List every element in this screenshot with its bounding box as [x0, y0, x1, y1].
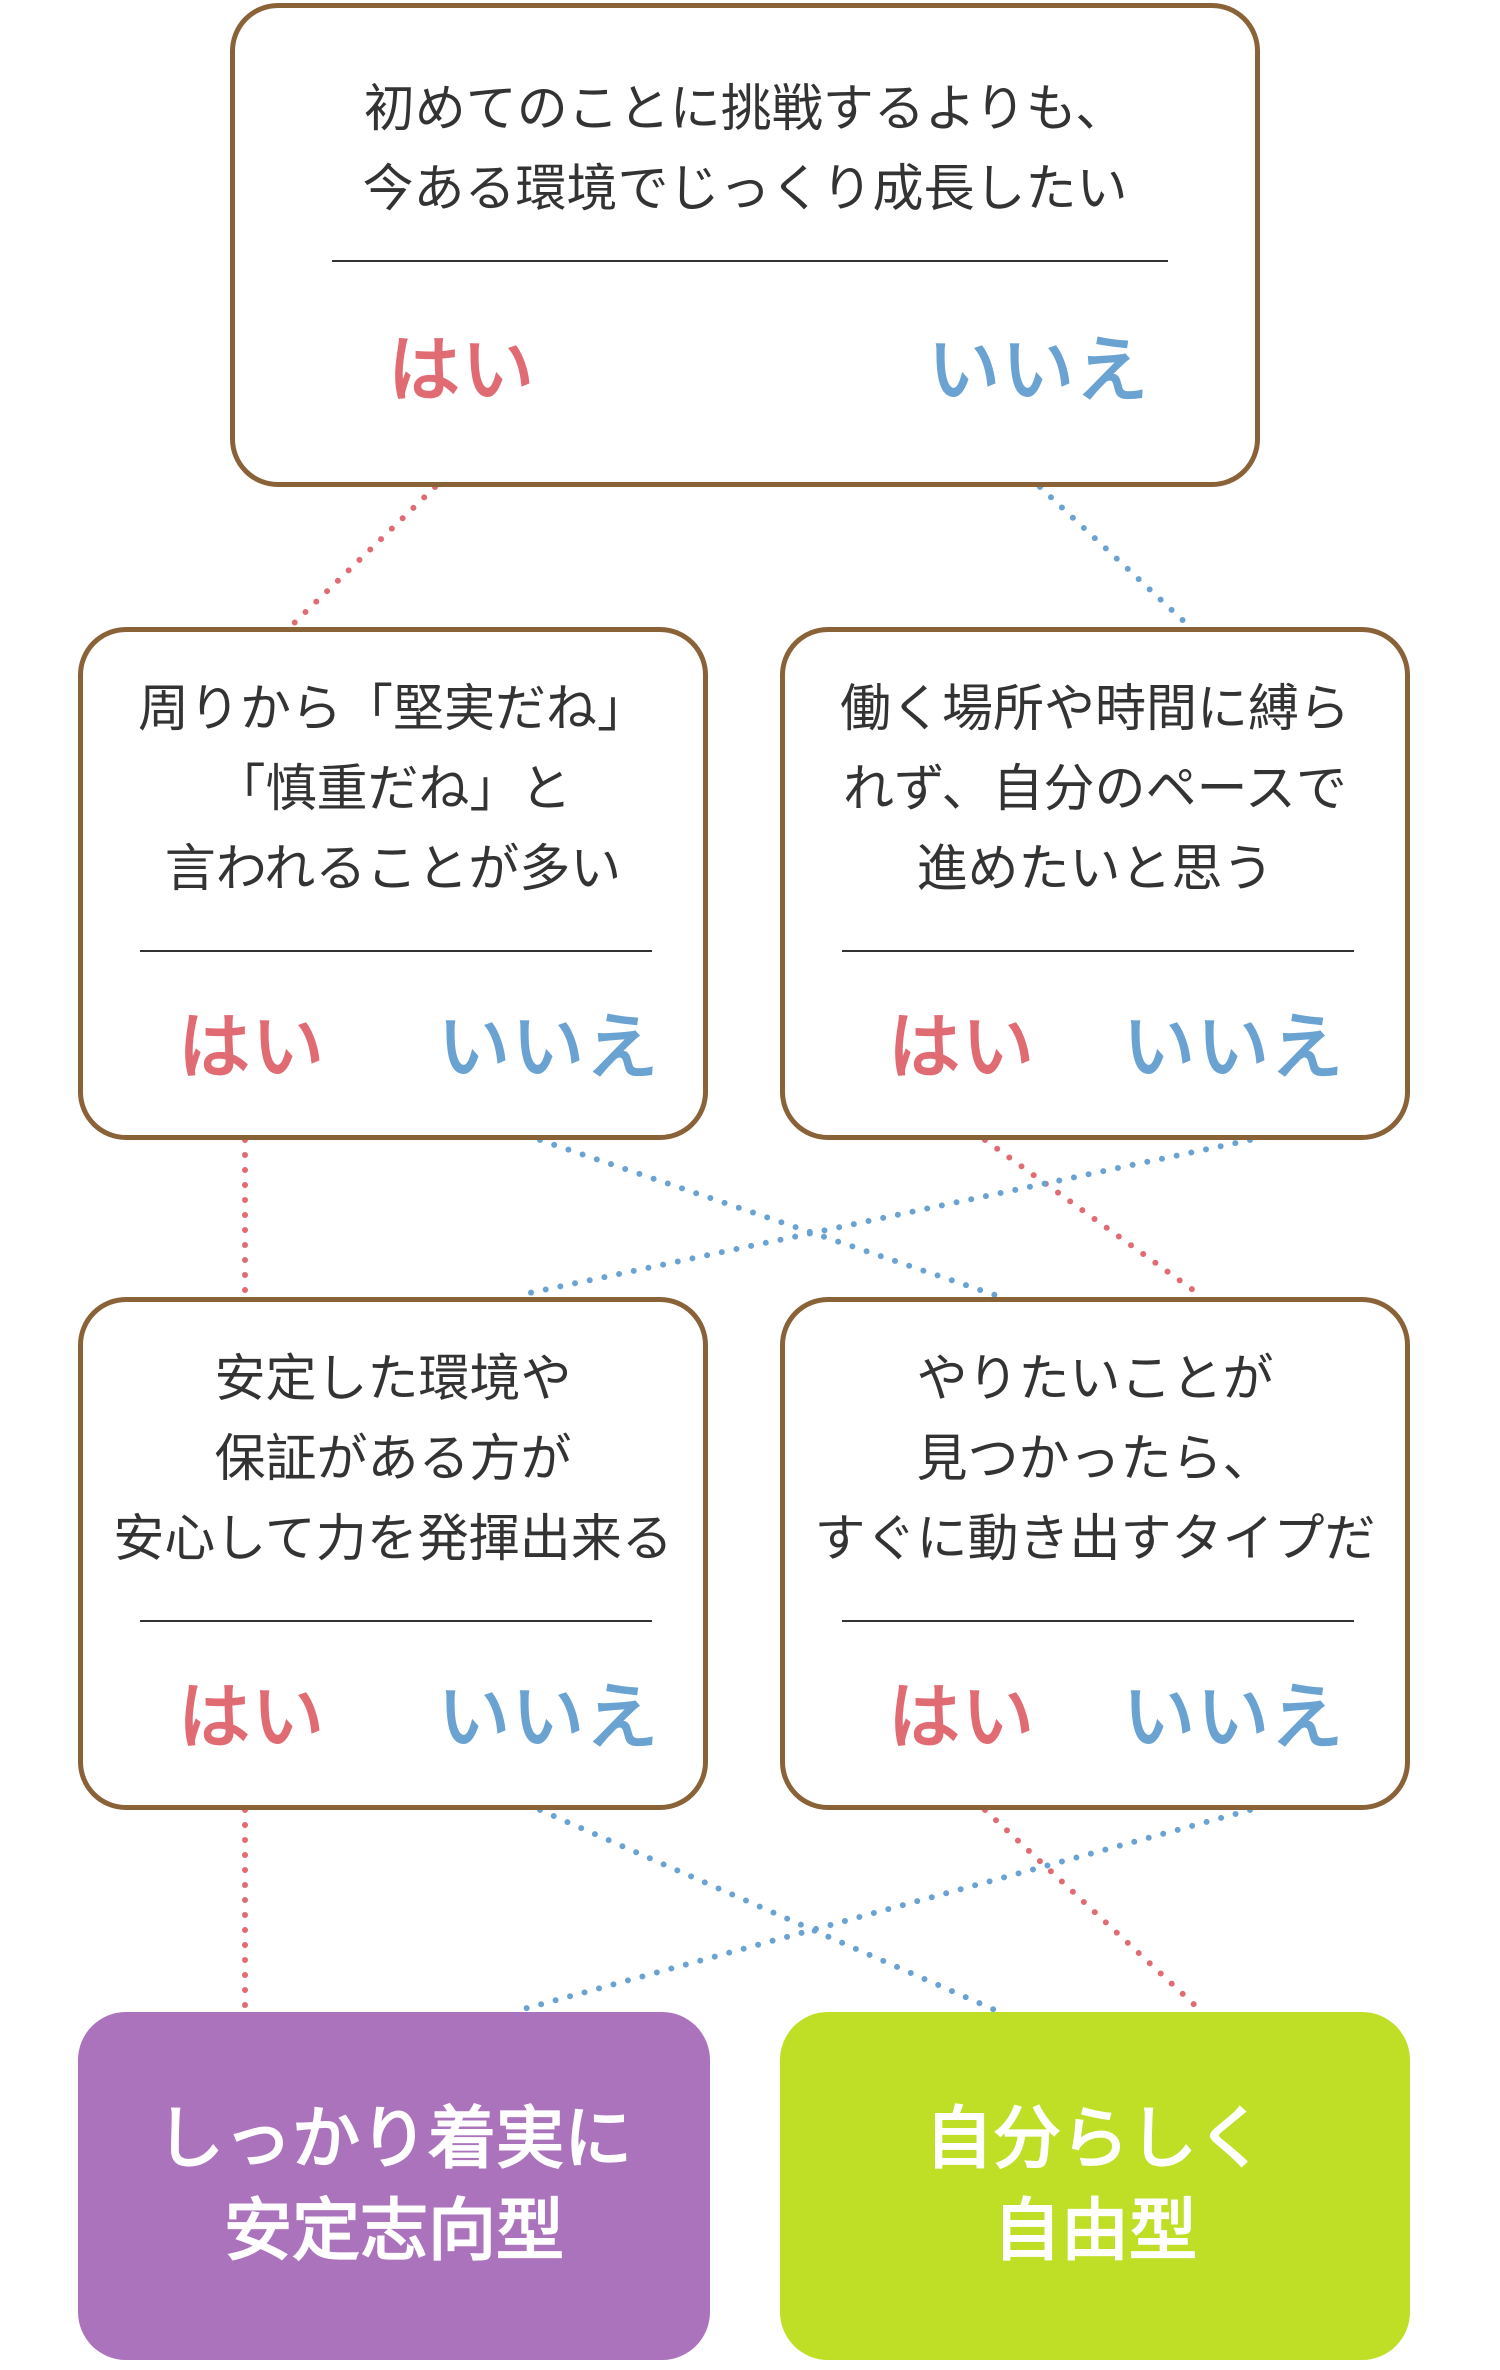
answer-no[interactable]: いいえ: [1123, 1675, 1346, 1759]
result-free-type: 自分らしく 自由型: [780, 2012, 1410, 2360]
question-text-3: 働く場所や時間に縛ら れず、自分のペースで 進めたいと思う: [785, 670, 1405, 910]
question-text-4: 安定した環境や 保証がある方が 安心して力を発揮出来る: [83, 1340, 703, 1580]
result-line: 自分らしく: [924, 2100, 1265, 2179]
divider: [842, 950, 1354, 952]
question-line: 初めてのことに挑戦するよりも、: [363, 80, 1127, 139]
question-line: 進めたいと思う: [916, 840, 1274, 899]
connector-q3-yes: [982, 1137, 1203, 1298]
question-line: やりたいことが: [916, 1350, 1274, 1409]
question-box-1: 初めてのことに挑戦するよりも、 今ある環境でじっくり成長したい はい いいえ: [230, 3, 1260, 487]
result-line: 安定志向型: [223, 2192, 564, 2271]
answer-yes[interactable]: はい: [888, 1675, 1037, 1759]
divider: [140, 1620, 652, 1622]
connector-q3-no: [517, 1137, 1253, 1298]
question-line: 保証がある方が: [214, 1430, 572, 1489]
answer-yes[interactable]: はい: [888, 1005, 1037, 1089]
divider: [842, 1620, 1354, 1622]
connector-q5-yes: [982, 1807, 1203, 2013]
question-box-3: 働く場所や時間に縛ら れず、自分のペースで 進めたいと思う はい いいえ: [780, 627, 1410, 1140]
connector-q1-yes: [287, 484, 438, 630]
question-text-2: 周りから「堅実だね」 「慎重だね」と 言われることが多い: [83, 670, 703, 910]
question-line: 周りから「堅実だね」: [137, 680, 648, 739]
divider: [332, 260, 1168, 262]
question-line: 見つかったら、: [916, 1430, 1274, 1489]
question-line: すぐに動き出すタイプだ: [814, 1510, 1376, 1569]
question-box-5: やりたいことが 見つかったら、 すぐに動き出すタイプだ はい いいえ: [780, 1297, 1410, 1810]
divider: [140, 950, 652, 952]
result-stable-type: しっかり着実に 安定志向型: [78, 2012, 710, 2360]
result-line: 自由型: [992, 2192, 1197, 2271]
question-box-2: 周りから「堅実だね」 「慎重だね」と 言われることが多い はい いいえ: [78, 627, 708, 1140]
question-line: 安心して力を発揮出来る: [113, 1510, 673, 1569]
connector-q4-no: [537, 1807, 998, 2013]
question-line: 今ある環境でじっくり成長したい: [362, 160, 1128, 219]
answer-no[interactable]: いいえ: [438, 1675, 661, 1759]
question-line: 言われることが多い: [164, 840, 622, 899]
question-text-1: 初めてのことに挑戦するよりも、 今ある環境でじっくり成長したい: [235, 70, 1255, 230]
connector-q2-no: [537, 1137, 998, 1298]
question-line: 働く場所や時間に縛ら: [839, 680, 1350, 739]
connector-q1-no: [1037, 484, 1193, 630]
answer-no[interactable]: いいえ: [1123, 1005, 1346, 1089]
result-line: しっかり着実に: [155, 2100, 632, 2179]
answer-yes[interactable]: はい: [178, 1005, 327, 1089]
question-box-4: 安定した環境や 保証がある方が 安心して力を発揮出来る はい いいえ: [78, 1297, 708, 1810]
question-line: 安定した環境や: [214, 1350, 572, 1409]
answer-no[interactable]: いいえ: [438, 1005, 661, 1089]
question-line: 「慎重だね」と: [214, 760, 572, 819]
answer-yes[interactable]: はい: [178, 1675, 327, 1759]
answer-no[interactable]: いいえ: [928, 328, 1151, 412]
answer-yes[interactable]: はい: [388, 328, 537, 412]
question-line: れず、自分のペースで: [843, 760, 1347, 819]
question-text-5: やりたいことが 見つかったら、 すぐに動き出すタイプだ: [785, 1340, 1405, 1580]
connector-q5-no: [517, 1807, 1253, 2013]
